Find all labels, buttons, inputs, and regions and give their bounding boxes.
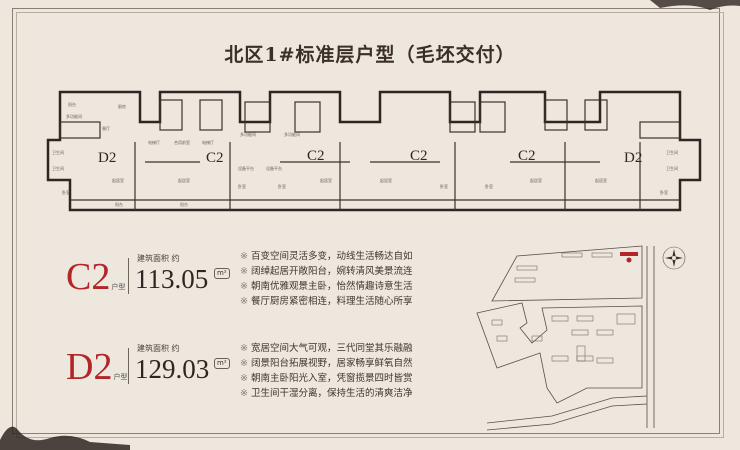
ink-mountain-decoration	[650, 0, 740, 10]
room-label: 电梯厅	[202, 139, 214, 145]
room-label: 卫生间	[52, 165, 64, 171]
area-value-d2: 129.03	[135, 354, 210, 384]
feature-item: 朝南优雅观景主卧，怡然情趣诗意生活	[240, 279, 413, 294]
compass-icon	[662, 246, 686, 270]
current-building-marker	[620, 252, 638, 263]
room-label: 卫生间	[666, 149, 678, 155]
type-c2-name: C2户型	[66, 256, 126, 298]
feature-item: 阔绰起居开敞阳台，婉转清风美景流连	[240, 264, 413, 279]
feature-item: 宽居空间大气可观，三代同堂其乐融融	[240, 341, 413, 356]
room-label: 卧室	[238, 183, 246, 189]
divider	[128, 348, 129, 384]
room-label: 合用前室	[174, 139, 190, 145]
room-label: 餐厅	[102, 125, 110, 131]
feature-list-c2: 百变空间灵活多变，动线生活畅达自如 阔绰起居开敞阳台，婉转清风美景流连 朝南优雅…	[240, 249, 413, 309]
room-label: 多功能间	[284, 131, 300, 137]
room-label: 阳台	[115, 201, 123, 207]
feature-list-d2: 宽居空间大气可观，三代同堂其乐融融 阔景阳台拓展视野，居家畅享鲜氧自然 朝南主卧…	[240, 341, 413, 401]
ink-mountain-decoration	[0, 426, 130, 450]
type-d2-name: D2户型	[66, 346, 128, 388]
unit-label-c2: C2	[307, 148, 325, 164]
page-title: 北区1#标准层户型（毛坯交付）	[224, 44, 516, 66]
area-label: 建筑面积 约	[137, 344, 180, 353]
room-label: 起居室	[112, 177, 124, 183]
site-plan	[476, 245, 686, 431]
feature-item: 卫生间干湿分离，保持生活的清爽洁净	[240, 386, 413, 401]
unit-label-c2: C2	[206, 150, 224, 166]
unit-label-d2: D2	[98, 150, 116, 166]
room-label: 设备平台	[238, 165, 254, 171]
feature-item: 餐厅厨房紧密相连，料理生活随心所享	[240, 294, 413, 309]
room-label: 卫生间	[666, 165, 678, 171]
room-label: 卧室	[278, 183, 286, 189]
room-label: 阳台	[68, 101, 76, 107]
page-frame	[12, 8, 720, 434]
feature-item: 朝南主卧阳光入室，凭窗揽景四时皆赏	[240, 371, 413, 386]
unit-label-d2: D2	[624, 150, 642, 166]
room-label: 卧室	[660, 189, 668, 195]
room-label: 阳台	[180, 201, 188, 207]
room-label: 卫生间	[52, 149, 64, 155]
unit-label-c2: C2	[410, 148, 428, 164]
room-label: 起居室	[595, 177, 607, 183]
feature-item: 百变空间灵活多变，动线生活畅达自如	[240, 249, 413, 264]
area-label: 建筑面积 约	[137, 254, 180, 263]
room-label: 起居室	[320, 177, 332, 183]
page-frame-shadow	[16, 12, 724, 438]
floor-plan: 阳台 厨房 餐厅 多功能间 卫生间 卫生间 卧室 起居室 起居室 阳台 阳台 电…	[46, 90, 702, 212]
room-label: 电梯厅	[148, 139, 160, 145]
room-label: 起居室	[530, 177, 542, 183]
unit-label-c2: C2	[518, 148, 536, 164]
room-label: 卧室	[440, 183, 448, 189]
room-label: 卧室	[62, 189, 70, 195]
divider	[128, 258, 129, 294]
room-label: 设备平台	[266, 165, 282, 171]
area-unit: m²	[214, 268, 230, 279]
room-label: 多功能间	[66, 113, 82, 119]
room-label: 卧室	[485, 183, 493, 189]
room-label: 起居室	[178, 177, 190, 183]
area-value-c2: 113.05	[135, 264, 209, 294]
feature-item: 阔景阳台拓展视野，居家畅享鲜氧自然	[240, 356, 413, 371]
room-label: 多功能间	[240, 131, 256, 137]
area-unit: m²	[214, 358, 230, 369]
room-label: 起居室	[380, 177, 392, 183]
room-label: 厨房	[118, 103, 126, 109]
